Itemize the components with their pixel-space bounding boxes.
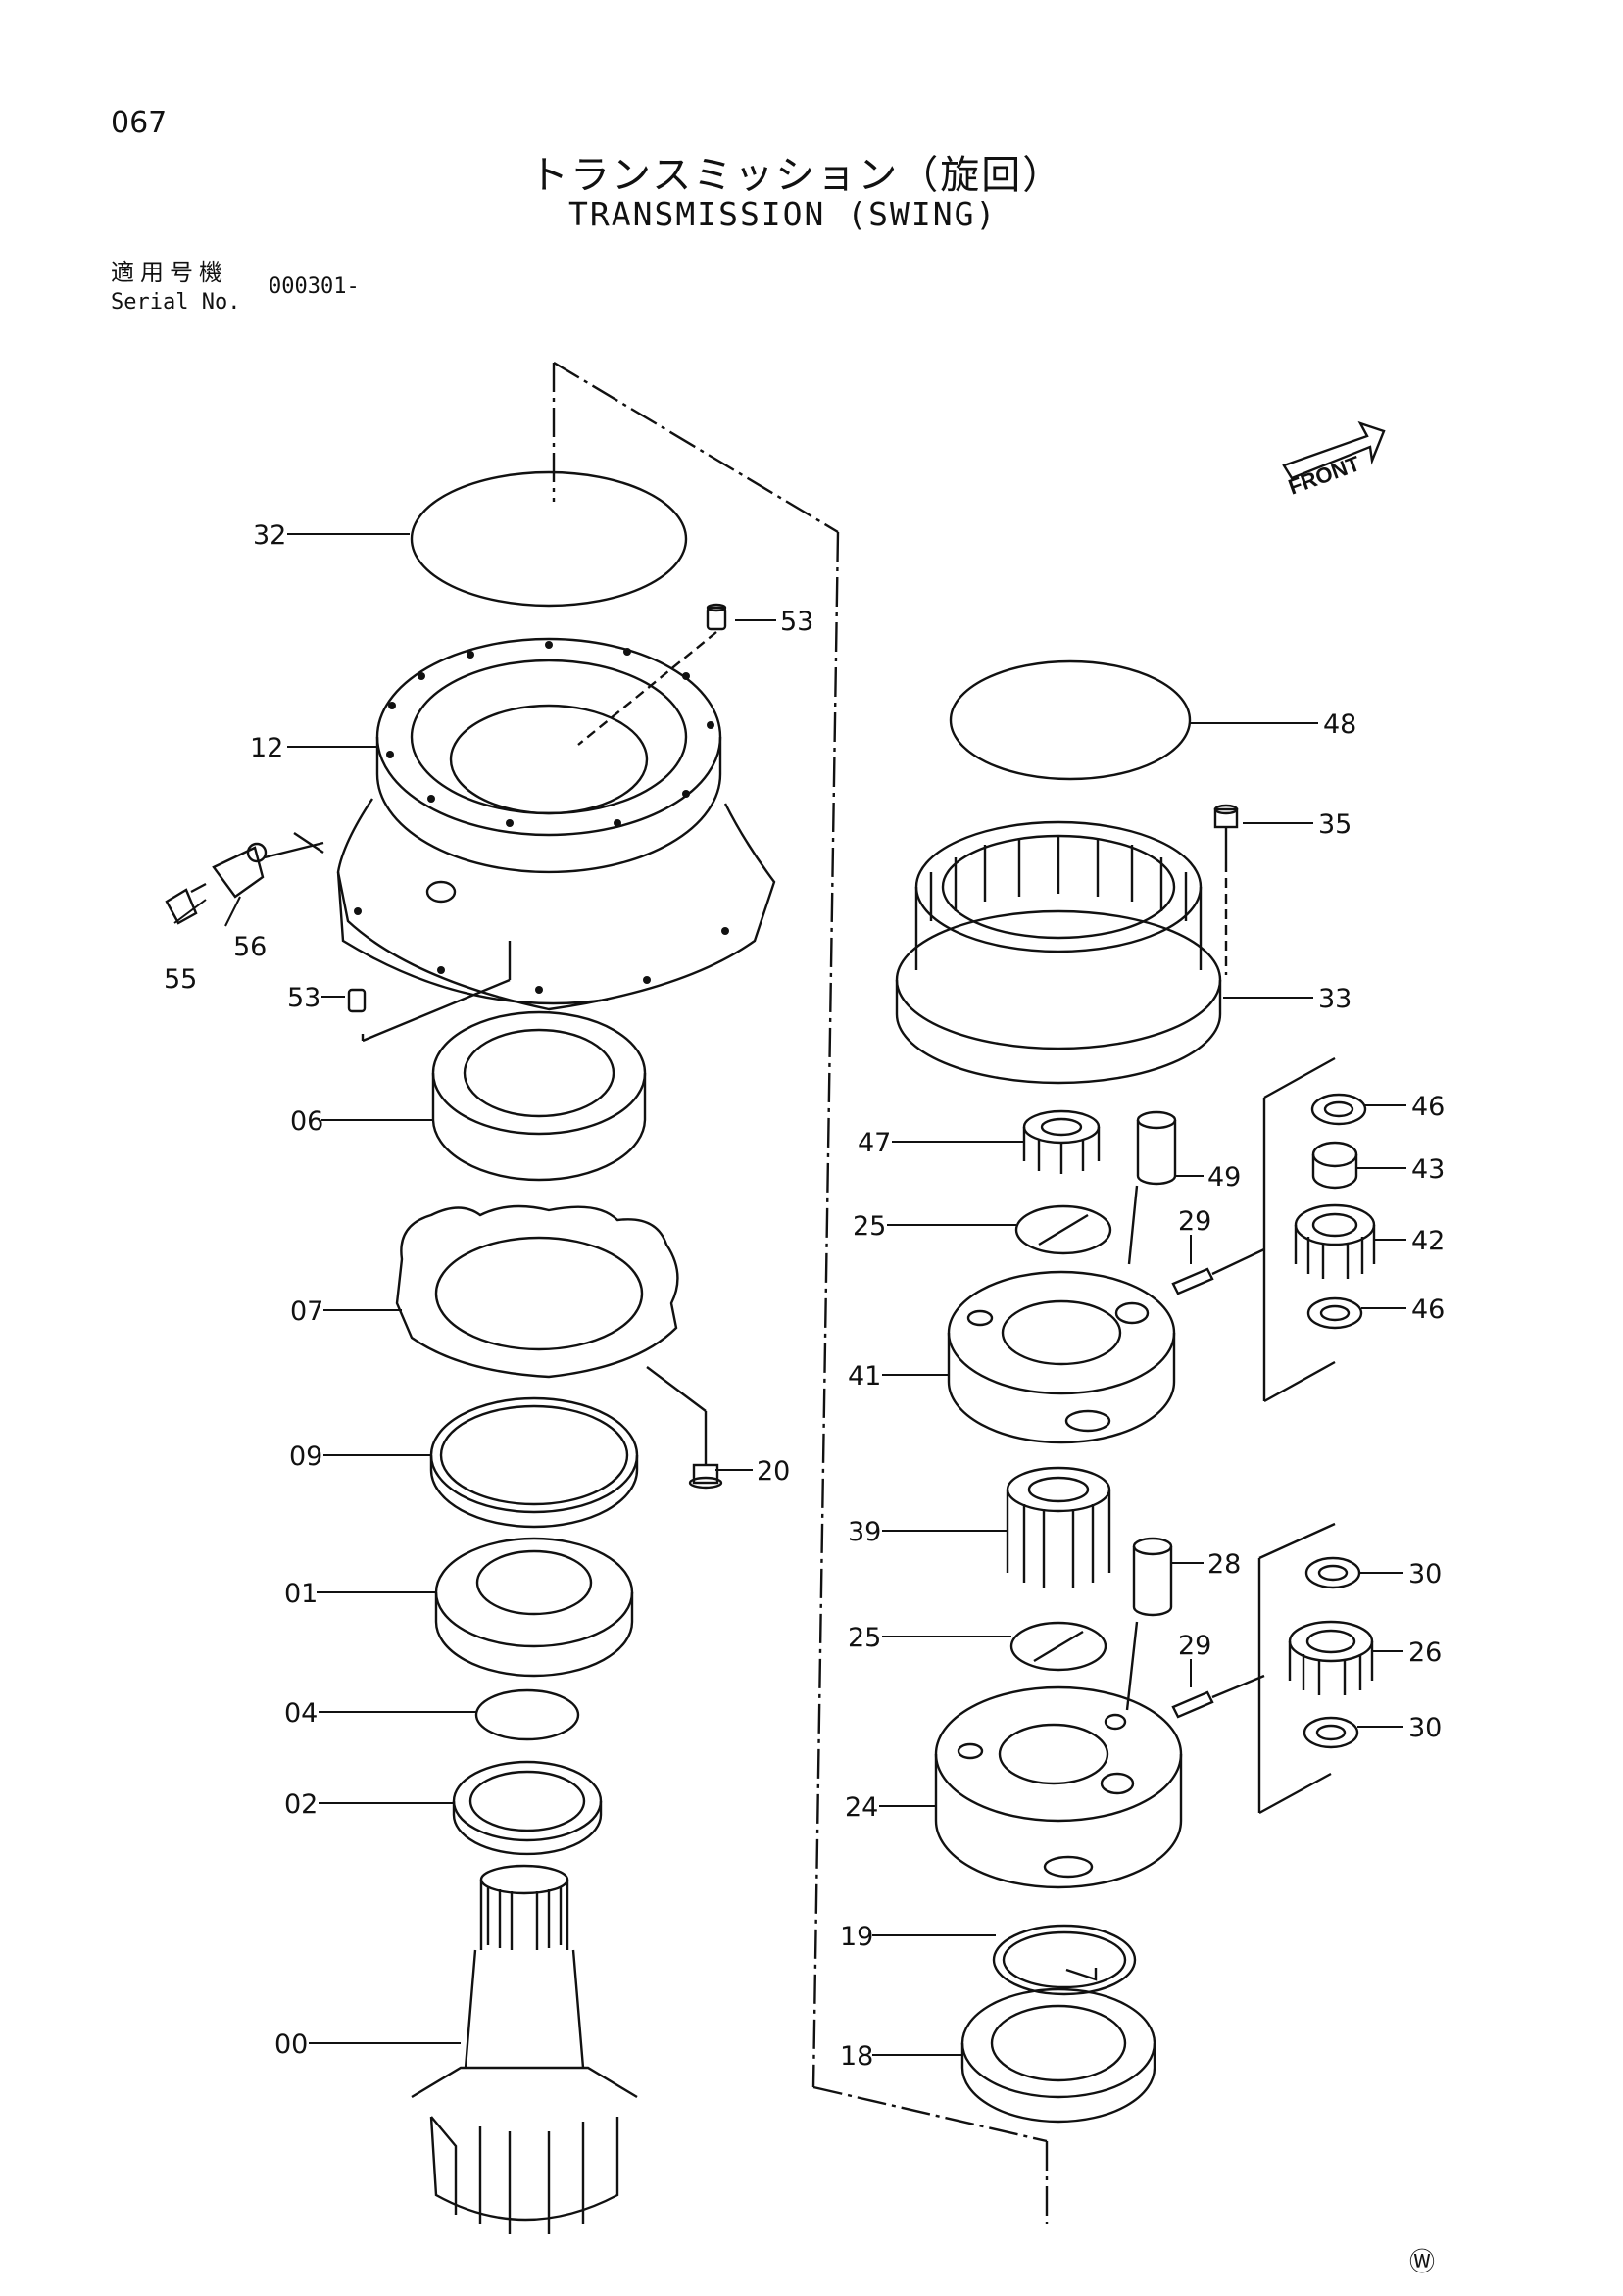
callout-39: 39 bbox=[848, 1517, 881, 1547]
front-arrow-icon bbox=[1282, 420, 1386, 480]
part-41-carrier bbox=[947, 1270, 1176, 1444]
part-56-fitting bbox=[212, 832, 324, 899]
callout-35: 35 bbox=[1318, 809, 1352, 840]
callout-leader-lines bbox=[173, 533, 1406, 2056]
serial-label-japanese: 適用号機 bbox=[111, 259, 228, 286]
page-title-japanese: トランスミッション（旋回） bbox=[529, 153, 1064, 198]
callout-56: 56 bbox=[233, 932, 267, 962]
part-42-planet-gear bbox=[1294, 1203, 1376, 1279]
callout-01: 01 bbox=[284, 1579, 318, 1609]
part-18-bearing bbox=[960, 1987, 1156, 2124]
callout-28: 28 bbox=[1207, 1549, 1241, 1580]
lower-planet-set-bracket bbox=[1257, 1522, 1336, 1815]
part-00-shaft bbox=[411, 1864, 638, 2234]
callout-43: 43 bbox=[1411, 1154, 1445, 1185]
callout-labels: 32 53 12 56 55 53 06 07 09 20 01 04 02 0… bbox=[164, 520, 1445, 2072]
callout-00: 00 bbox=[274, 2029, 308, 2060]
callout-25-lower: 25 bbox=[848, 1623, 881, 1653]
part-09-seal bbox=[429, 1396, 639, 1529]
part-06-bearing bbox=[431, 1010, 647, 1182]
callout-41: 41 bbox=[848, 1361, 881, 1392]
part-12-housing bbox=[336, 637, 776, 1011]
callout-53-top: 53 bbox=[780, 607, 813, 637]
callout-47: 47 bbox=[858, 1128, 891, 1158]
part-46-washer-lower bbox=[1306, 1296, 1363, 1330]
serial-number-value: 000301- bbox=[269, 274, 360, 299]
callout-04: 04 bbox=[284, 1698, 318, 1729]
callout-02: 02 bbox=[284, 1789, 318, 1820]
part-49-pin bbox=[1127, 1110, 1177, 1265]
callout-46-lower: 46 bbox=[1411, 1295, 1445, 1325]
callout-48: 48 bbox=[1323, 709, 1356, 740]
part-25-thrust-plate-lower bbox=[1009, 1621, 1107, 1672]
callout-32: 32 bbox=[253, 520, 286, 551]
part-35-bolt bbox=[1213, 804, 1239, 975]
part-29-spring-pin-upper bbox=[1171, 1247, 1265, 1295]
part-43-needle-bearing bbox=[1311, 1141, 1358, 1190]
part-25-thrust-plate-upper bbox=[1014, 1204, 1112, 1255]
callout-12: 12 bbox=[250, 733, 283, 763]
callout-24: 24 bbox=[845, 1792, 878, 1823]
part-19-snap-ring bbox=[992, 1924, 1137, 1996]
callout-18: 18 bbox=[840, 2041, 873, 2072]
part-33-ring-gear bbox=[895, 820, 1222, 1085]
callout-19: 19 bbox=[840, 1922, 873, 1952]
callout-30-lower: 30 bbox=[1408, 1713, 1442, 1743]
part-47-sun-gear bbox=[1022, 1109, 1101, 1174]
assembly-boundary-lines bbox=[552, 361, 1049, 2224]
callout-46-upper: 46 bbox=[1411, 1092, 1445, 1122]
footer-mark: Ⓦ bbox=[1409, 2248, 1436, 2277]
callout-53-lower: 53 bbox=[287, 983, 320, 1013]
callout-20: 20 bbox=[757, 1456, 790, 1487]
callout-49: 49 bbox=[1207, 1162, 1241, 1193]
part-39-sun-gear bbox=[1006, 1466, 1111, 1588]
serial-label-english: Serial No. bbox=[111, 290, 241, 315]
callout-30-upper: 30 bbox=[1408, 1559, 1442, 1589]
part-20-bolt bbox=[688, 1441, 723, 1490]
page-title-english: TRANSMISSION (SWING) bbox=[568, 195, 998, 233]
callout-25-upper: 25 bbox=[853, 1211, 886, 1242]
part-29-spring-pin-lower bbox=[1171, 1674, 1265, 1719]
callout-42: 42 bbox=[1411, 1226, 1445, 1256]
part-01-collar bbox=[434, 1537, 634, 1678]
part-53-plug-lower bbox=[347, 941, 512, 1043]
part-55-plug bbox=[165, 882, 207, 925]
callout-33: 33 bbox=[1318, 984, 1352, 1014]
page-number: 067 bbox=[111, 106, 168, 140]
part-48-o-ring bbox=[949, 659, 1192, 781]
part-30-washer-lower bbox=[1303, 1716, 1359, 1749]
part-07-plate bbox=[395, 1204, 708, 1441]
part-26-planet-gear bbox=[1288, 1620, 1374, 1695]
part-02-ring bbox=[452, 1760, 603, 1856]
part-04-o-ring bbox=[474, 1688, 580, 1741]
callout-29-upper: 29 bbox=[1178, 1206, 1211, 1237]
callout-09: 09 bbox=[289, 1441, 322, 1472]
callout-07: 07 bbox=[290, 1296, 323, 1327]
callout-55: 55 bbox=[164, 964, 197, 995]
part-53-plug-top bbox=[577, 603, 727, 746]
part-24-carrier bbox=[934, 1685, 1183, 1889]
part-46-washer-upper bbox=[1310, 1093, 1367, 1126]
callout-29-lower: 29 bbox=[1178, 1631, 1211, 1661]
part-30-washer-upper bbox=[1304, 1556, 1361, 1589]
callout-26: 26 bbox=[1408, 1637, 1442, 1668]
part-28-pin bbox=[1125, 1537, 1173, 1711]
front-label: FRONT bbox=[1285, 451, 1363, 500]
callout-06: 06 bbox=[290, 1106, 323, 1137]
part-32-o-ring bbox=[410, 470, 688, 608]
